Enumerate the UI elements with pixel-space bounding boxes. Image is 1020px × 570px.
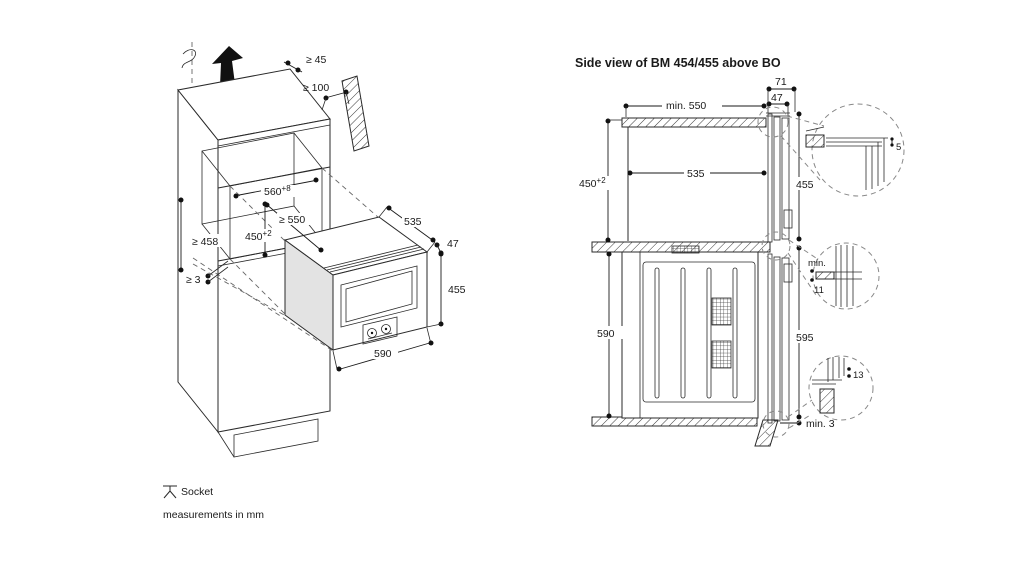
dim-appliance-depth: 535 [378, 205, 436, 253]
dim-label-590: 590 [597, 328, 615, 340]
dim-label-595: 595 [796, 332, 814, 344]
dim-label-front-protrusion: 47 [447, 238, 459, 250]
detail-label-min: min. [808, 258, 826, 269]
dim-label-535-right: 535 [687, 168, 705, 180]
dim-front-protrusion: 47 [434, 238, 459, 256]
up-arrow-icon [212, 46, 243, 86]
oven-door-slot [680, 267, 686, 399]
dim-clearance-top: ≥ 45 [283, 54, 327, 73]
detail-circle-bottom-gap: 13 [762, 355, 874, 438]
oven-below [621, 245, 759, 419]
oven-door-slot [654, 267, 660, 399]
bo-front-frame [767, 253, 773, 424]
cabinet-front-panel [217, 118, 331, 433]
microwave-appliance [283, 216, 429, 351]
detail-label-5: 5 [896, 142, 901, 153]
dim-label-min-550: min. 550 [666, 100, 706, 112]
side-view-title: Side view of BM 454/455 above BO [575, 56, 781, 70]
oven-vent-grid [711, 297, 732, 326]
dim-label-niche-height: 450+2 [245, 229, 272, 243]
bo-handle [783, 263, 793, 283]
cabinet-side-panel [177, 88, 219, 434]
dim-appliance-height: 455 [426, 251, 466, 328]
bm-door-front [781, 117, 790, 240]
appliance-door-window [340, 265, 418, 328]
dim-47-right: 47 [766, 89, 790, 117]
dim-label-partition-height: ≥ 458 [192, 236, 218, 248]
dim-niche-width: 560+8 [233, 177, 319, 199]
units-note: measurements in mm [163, 509, 264, 521]
dim-min-550: min. 550 [623, 98, 767, 117]
detail-circle-middle-gap: min. 11 [761, 231, 880, 310]
detail-label-11: 11 [814, 285, 824, 296]
socket-label: Socket [181, 486, 213, 498]
dim-535-right: 535 [627, 166, 767, 180]
cabinet-plinth [217, 418, 319, 458]
oven-door-slot [732, 267, 738, 399]
oven-vent-grid [711, 340, 732, 369]
dim-label-47-right: 47 [771, 92, 783, 104]
top-shelf-section [621, 117, 767, 128]
oven-door-face [642, 261, 756, 403]
dim-partition-height: ≥ 458 [178, 197, 228, 273]
oven-body [621, 251, 759, 419]
appliance-control-panel [362, 316, 398, 345]
control-knob [367, 328, 377, 338]
bo-door-front [781, 257, 790, 421]
dim-label-appliance-width: 590 [374, 348, 392, 360]
dim-595: 595 [794, 245, 822, 420]
dim-label-450-right: 450+2 [579, 176, 606, 190]
socket-note: Socket [163, 485, 213, 499]
oven-top-vent-grid [671, 245, 700, 254]
dim-label-appliance-height: 455 [448, 284, 466, 296]
bm-handle [783, 209, 793, 229]
bm-front-frame [767, 113, 773, 243]
bm-door-section [773, 116, 781, 241]
dim-label-clearance-side: ≥ 100 [303, 82, 329, 94]
dim-label-bottom-gap: ≥ 3 [186, 274, 201, 286]
left-diagram-isometric-view: ≥ 45 ≥ 100 560+8 ≥ 550 450+2 [163, 42, 466, 521]
wall-section-hatch [341, 75, 370, 152]
dim-450-right: 450+2 [577, 118, 622, 243]
bo-door-section [773, 256, 781, 422]
detail-circle-top-gap: 5 [757, 103, 905, 197]
dim-niche-height: 450+2 [242, 201, 279, 258]
dim-clearance-side: ≥ 100 [303, 82, 350, 111]
dim-label-455-right: 455 [796, 179, 814, 191]
right-diagram-side-view: Side view of BM 454/455 above BO [575, 56, 905, 447]
dim-label-appliance-depth: 535 [404, 216, 422, 228]
dim-590: 590 [595, 251, 623, 419]
dim-bottom-gap: ≥ 3 [186, 260, 229, 286]
dim-label-niche-depth: ≥ 550 [279, 214, 305, 226]
dim-appliance-width: 590 [332, 327, 434, 372]
dim-label-71: 71 [775, 76, 787, 88]
dim-label-clearance-top: ≥ 45 [306, 54, 327, 66]
detail-label-13: 13 [853, 370, 864, 381]
break-mark-icon [181, 49, 196, 69]
appliance-front-profile [766, 112, 793, 424]
tall-cabinet [177, 68, 331, 458]
dim-455-right: 455 [794, 111, 821, 242]
control-knob [381, 324, 391, 334]
oven-door-slot [706, 267, 712, 399]
dim-label-niche-width: 560+8 [264, 184, 291, 198]
dim-min-3: min. 3 [780, 418, 835, 430]
socket-icon [163, 485, 177, 499]
dim-label-min-3: min. 3 [806, 418, 835, 430]
dim-niche-depth: ≥ 550 [264, 202, 324, 253]
